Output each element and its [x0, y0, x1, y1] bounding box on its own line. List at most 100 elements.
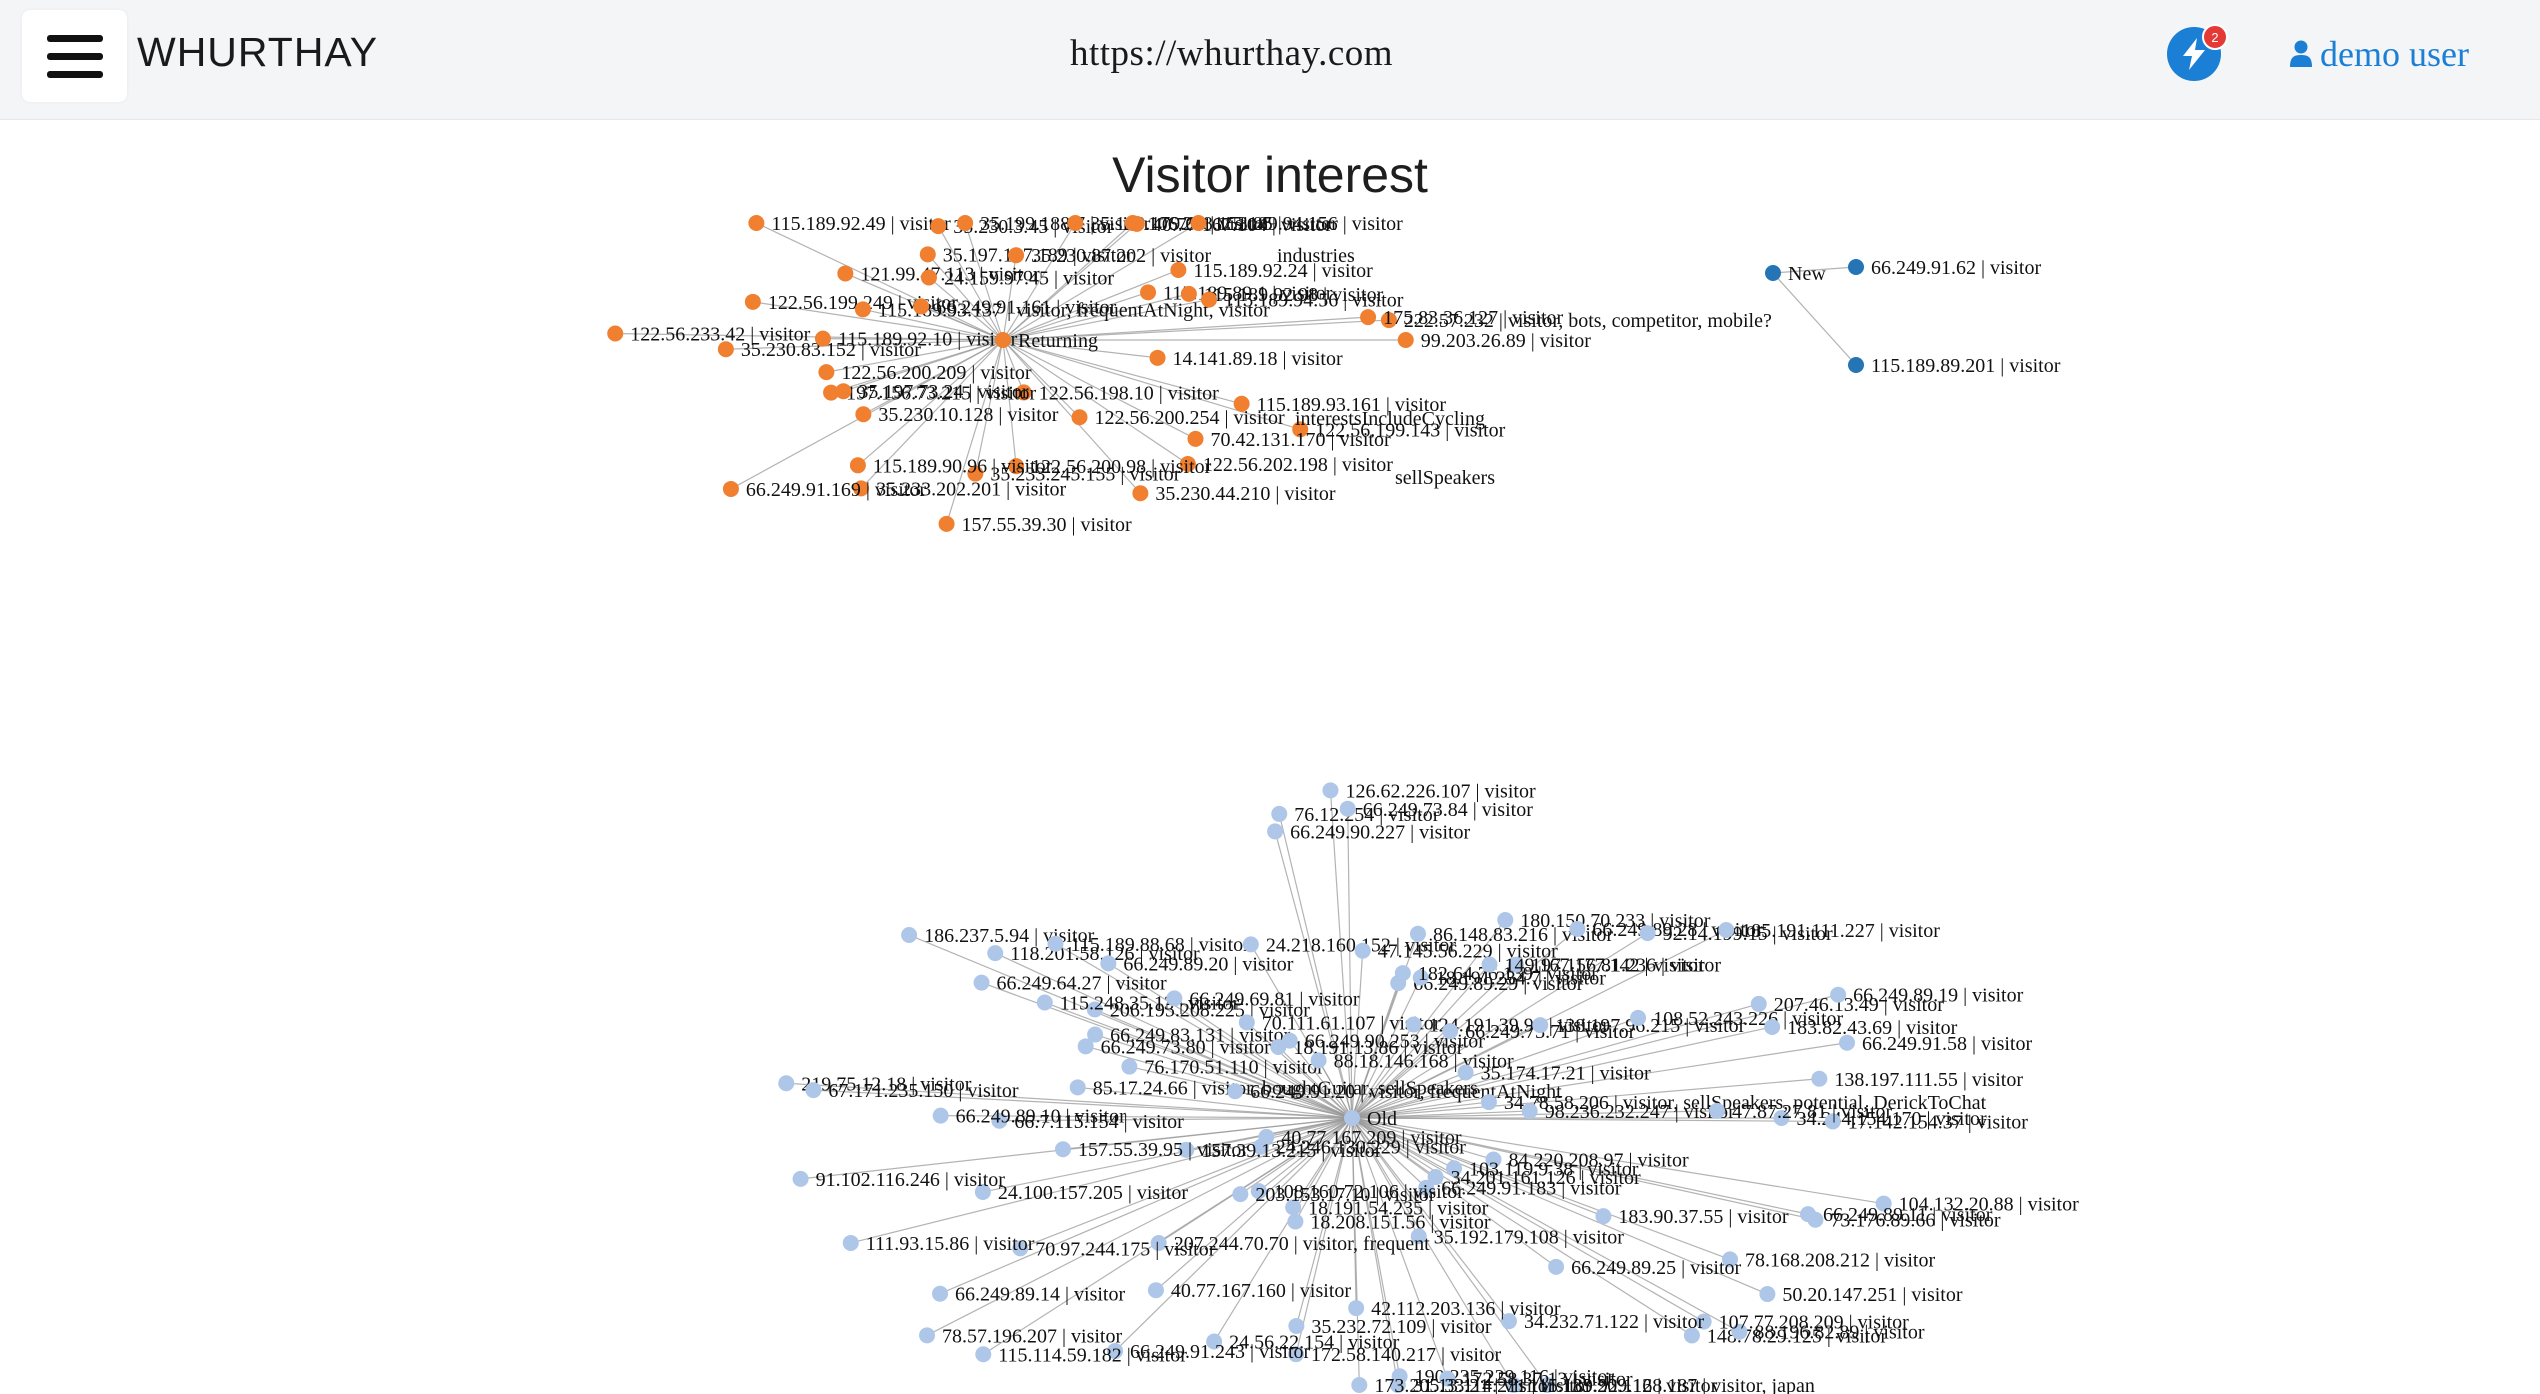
old-visitor-node[interactable] — [1875, 1195, 1892, 1212]
old-visitor-node[interactable] — [1824, 1113, 1841, 1130]
old-visitor-node[interactable] — [1410, 1228, 1427, 1245]
returning-visitor-node[interactable] — [1008, 458, 1025, 475]
old-visitor-node[interactable] — [1405, 1016, 1422, 1033]
old-visitor-node[interactable] — [1166, 990, 1183, 1007]
old-visitor-node[interactable] — [1351, 1377, 1368, 1393]
old-visitor-node[interactable] — [1497, 912, 1514, 929]
old-visitor-node[interactable] — [805, 1082, 822, 1099]
hamburger-menu-button[interactable] — [22, 10, 127, 102]
old-visitor-node[interactable] — [974, 1183, 991, 1200]
hub-old-node[interactable] — [1344, 1110, 1360, 1126]
old-visitor-node[interactable] — [1054, 1141, 1071, 1158]
returning-visitor-node[interactable] — [744, 293, 761, 310]
old-visitor-node[interactable] — [1077, 1038, 1094, 1055]
old-visitor-node[interactable] — [1639, 925, 1656, 942]
returning-visitor-node[interactable] — [818, 364, 835, 381]
old-visitor-node[interactable] — [1548, 1258, 1565, 1275]
returning-visitor-node[interactable] — [1008, 247, 1025, 264]
old-visitor-node[interactable] — [1480, 1094, 1497, 1111]
old-visitor-node[interactable] — [1281, 1032, 1298, 1049]
old-visitor-node[interactable] — [1457, 1064, 1474, 1081]
returning-visitor-node[interactable] — [835, 383, 852, 400]
returning-visitor-node[interactable] — [748, 215, 765, 231]
old-visitor-node[interactable] — [1759, 1286, 1776, 1303]
old-visitor-node[interactable] — [1012, 1240, 1029, 1257]
old-visitor-node[interactable] — [1481, 956, 1498, 973]
old-visitor-node[interactable] — [1521, 1102, 1538, 1119]
old-visitor-node[interactable] — [1178, 1141, 1195, 1158]
old-visitor-node[interactable] — [778, 1075, 795, 1092]
old-visitor-node[interactable] — [1354, 942, 1371, 959]
returning-visitor-node[interactable] — [1233, 395, 1250, 412]
old-visitor-node[interactable] — [1569, 921, 1586, 938]
returning-visitor-node[interactable] — [722, 480, 739, 497]
returning-visitor-node[interactable] — [823, 384, 840, 401]
old-visitor-node[interactable] — [1412, 969, 1429, 986]
old-visitor-node[interactable] — [1389, 1377, 1406, 1393]
old-visitor-node[interactable] — [932, 1107, 949, 1124]
old-visitor-node[interactable] — [1232, 1186, 1249, 1203]
old-visitor-node[interactable] — [1595, 1208, 1612, 1225]
old-visitor-node[interactable] — [901, 927, 918, 944]
returning-visitor-node[interactable] — [967, 465, 984, 482]
old-visitor-node[interactable] — [1036, 994, 1053, 1011]
old-visitor-node[interactable] — [1047, 935, 1064, 952]
old-visitor-node[interactable] — [1250, 1183, 1267, 1200]
returning-visitor-node[interactable] — [1071, 409, 1088, 426]
returning-visitor-node[interactable] — [1128, 215, 1145, 232]
old-visitor-node[interactable] — [1630, 1009, 1647, 1026]
old-visitor-node[interactable] — [975, 1346, 992, 1363]
old-visitor-node[interactable] — [1722, 1251, 1739, 1268]
old-visitor-node[interactable] — [1532, 1017, 1549, 1034]
returning-visitor-node[interactable] — [1397, 332, 1414, 349]
old-visitor-node[interactable] — [1150, 1235, 1167, 1252]
returning-visitor-node[interactable] — [930, 218, 947, 235]
old-visitor-node[interactable] — [1683, 1327, 1700, 1344]
brand-logo-text[interactable]: WHURTHAY — [137, 29, 379, 75]
old-visitor-node[interactable] — [1439, 1370, 1456, 1387]
old-visitor-node[interactable] — [1285, 1199, 1302, 1216]
old-visitor-node[interactable] — [1227, 1083, 1244, 1100]
old-visitor-node[interactable] — [1750, 995, 1767, 1012]
old-visitor-node[interactable] — [1242, 936, 1259, 953]
returning-visitor-node[interactable] — [920, 269, 937, 286]
old-visitor-node[interactable] — [1731, 1323, 1748, 1340]
old-visitor-node[interactable] — [1087, 1026, 1104, 1043]
hub-returning-node[interactable] — [995, 332, 1011, 348]
old-visitor-node[interactable] — [1764, 1018, 1781, 1035]
returning-visitor-node[interactable] — [717, 341, 734, 358]
returning-visitor-node[interactable] — [1179, 455, 1196, 472]
returning-visitor-node[interactable] — [913, 298, 930, 315]
old-visitor-node[interactable] — [1446, 1160, 1463, 1177]
old-visitor-node[interactable] — [1238, 1014, 1255, 1031]
returning-visitor-node[interactable] — [938, 515, 955, 532]
returning-visitor-node[interactable] — [814, 330, 831, 347]
old-visitor-node[interactable] — [1100, 955, 1117, 972]
old-visitor-node[interactable] — [1086, 1001, 1103, 1018]
returning-visitor-node[interactable] — [1187, 430, 1204, 447]
old-visitor-node[interactable] — [1394, 965, 1411, 982]
old-visitor-node[interactable] — [1539, 1377, 1556, 1393]
returning-visitor-node[interactable] — [1201, 291, 1218, 308]
old-visitor-node[interactable] — [1485, 1151, 1502, 1168]
old-visitor-node[interactable] — [1409, 925, 1426, 942]
old-visitor-node[interactable] — [1695, 1313, 1712, 1330]
returning-visitor-node[interactable] — [1149, 349, 1166, 366]
old-visitor-node[interactable] — [1427, 1169, 1444, 1186]
old-visitor-node[interactable] — [1069, 1079, 1086, 1096]
old-visitor-node[interactable] — [1107, 1342, 1124, 1359]
old-visitor-node[interactable] — [1339, 800, 1356, 817]
returning-visitor-node[interactable] — [1180, 285, 1197, 302]
old-visitor-node[interactable] — [792, 1170, 809, 1187]
old-visitor-node[interactable] — [919, 1327, 936, 1344]
returning-visitor-node[interactable] — [1132, 485, 1149, 502]
old-visitor-node[interactable] — [987, 945, 1004, 962]
returning-visitor-node[interactable] — [1360, 309, 1377, 326]
old-visitor-node[interactable] — [1287, 1213, 1304, 1230]
returning-visitor-node[interactable] — [957, 215, 974, 231]
returning-visitor-node[interactable] — [1015, 384, 1032, 401]
user-menu[interactable]: demo user — [2290, 33, 2469, 75]
returning-visitor-node[interactable] — [1292, 421, 1309, 438]
old-visitor-node[interactable] — [1830, 986, 1847, 1003]
